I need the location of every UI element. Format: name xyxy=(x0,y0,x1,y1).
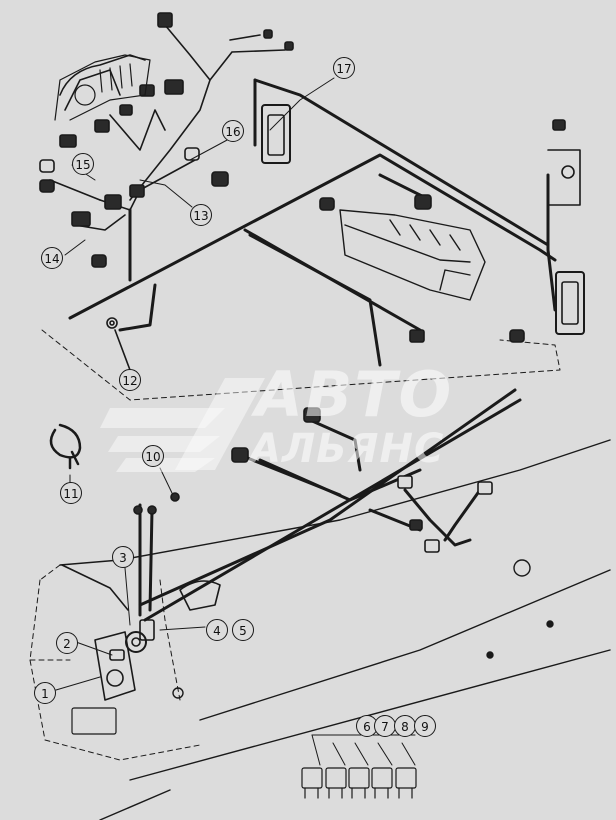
relay-blocks xyxy=(261,104,585,335)
watermark-line-2: АЛЬЯНС xyxy=(250,426,445,472)
upper-main-harness xyxy=(68,78,557,367)
fuse-set xyxy=(301,767,417,799)
callout-5: 5 xyxy=(232,619,254,641)
central-fuse-block xyxy=(339,209,486,301)
callout-17: 17 xyxy=(333,57,355,79)
callout-10: 10 xyxy=(142,445,164,467)
callout-3: 3 xyxy=(112,546,134,568)
watermark-line-1: АВТО xyxy=(255,358,454,431)
callout-14: 14 xyxy=(41,247,63,269)
callout-7: 7 xyxy=(374,715,396,737)
battery-switch-assembly xyxy=(61,564,221,735)
callout-9: 9 xyxy=(414,715,436,737)
callout-8: 8 xyxy=(394,715,416,737)
leader-lines-upper xyxy=(64,77,335,256)
callout-1: 1 xyxy=(34,682,56,704)
hose-clamp-11 xyxy=(49,423,82,489)
callout-2: 2 xyxy=(56,632,78,654)
chassis-outline xyxy=(59,439,611,820)
lower-connectors xyxy=(133,407,493,553)
upper-connectors xyxy=(39,12,566,343)
dashboard-wiring xyxy=(49,24,286,231)
callout-11: 11 xyxy=(60,482,82,504)
leader-lines-lower xyxy=(55,467,416,766)
callout-15: 15 xyxy=(72,153,94,175)
callout-12: 12 xyxy=(119,369,141,391)
callout-13: 13 xyxy=(190,204,212,226)
chassis-dashed xyxy=(29,564,201,761)
watermark-emblem xyxy=(100,378,265,472)
callout-16: 16 xyxy=(222,120,244,142)
instrument-cluster xyxy=(54,54,151,121)
upper-panel-outline xyxy=(41,329,561,401)
callout-4: 4 xyxy=(206,619,228,641)
grommet-12 xyxy=(106,317,131,371)
